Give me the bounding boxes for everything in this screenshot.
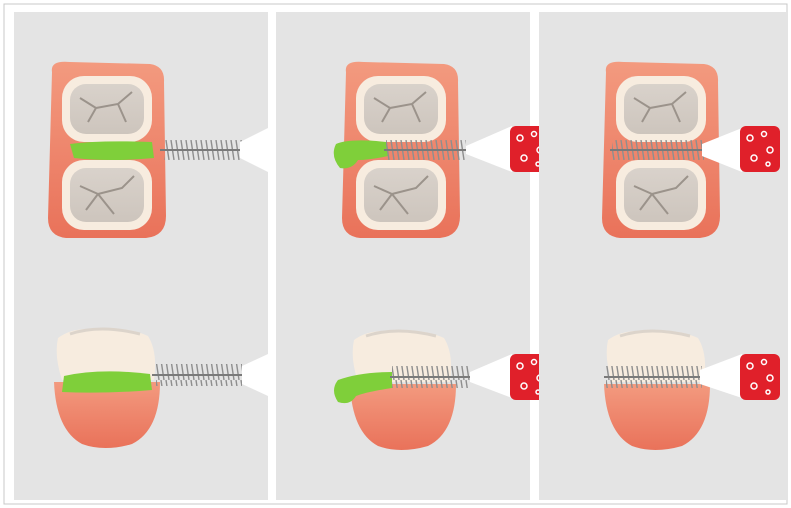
panel-step-3 bbox=[539, 12, 787, 500]
panel-step-1 bbox=[14, 12, 268, 500]
plaque-side-1 bbox=[62, 371, 152, 392]
side-view-tooth-3 bbox=[604, 331, 710, 450]
panel-step-2 bbox=[276, 12, 550, 500]
plaque-top-1 bbox=[70, 141, 154, 160]
